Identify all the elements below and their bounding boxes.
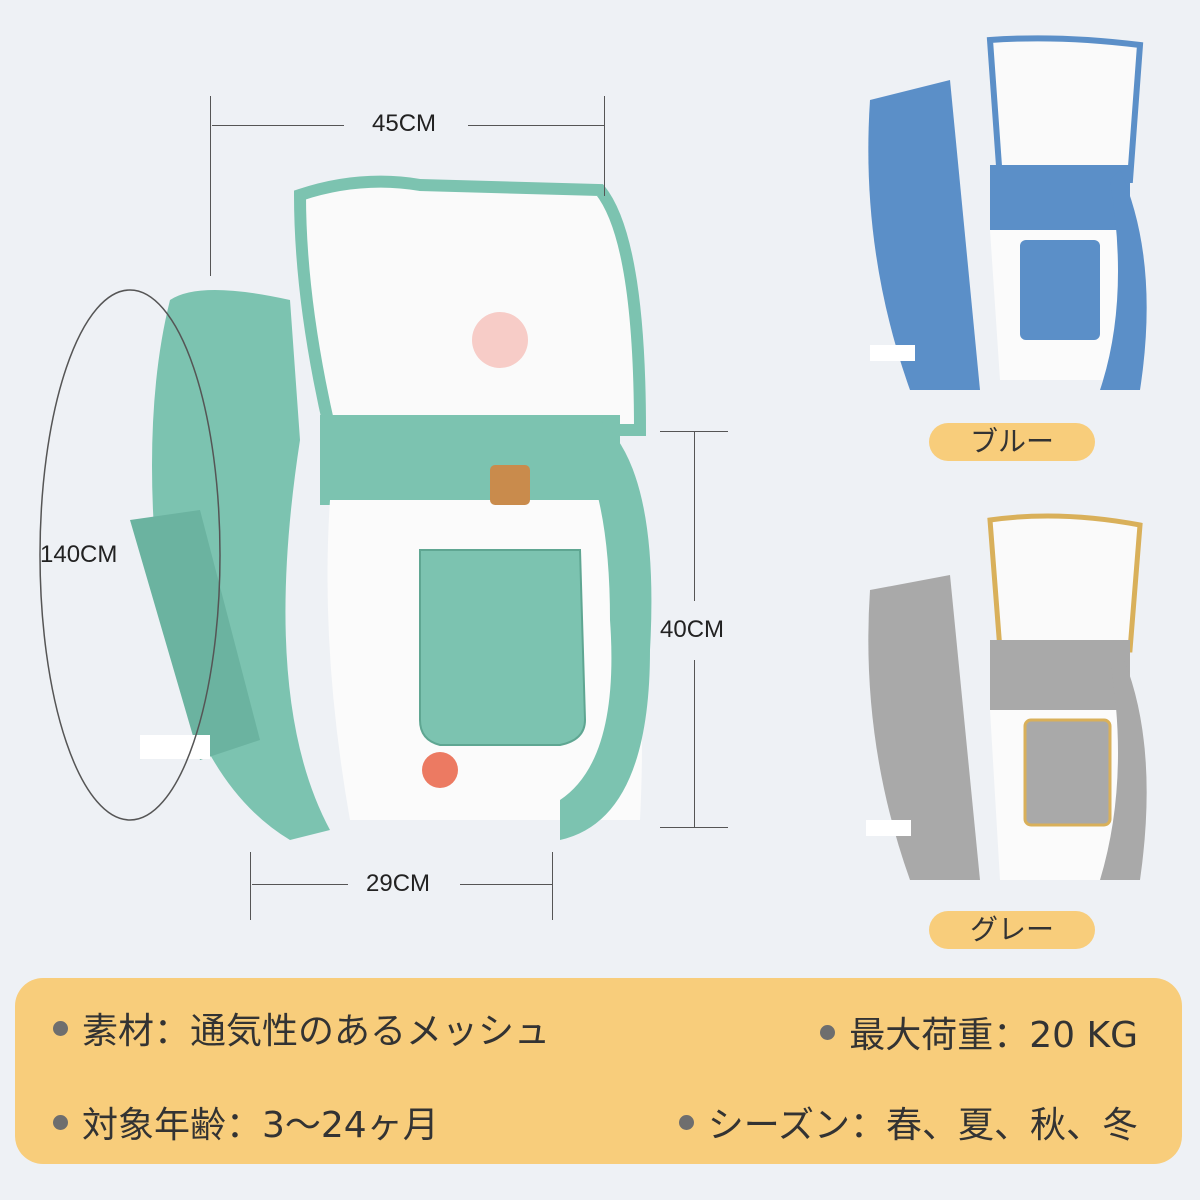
green-carrier-image	[130, 175, 652, 840]
dim-line	[212, 125, 344, 126]
spec-season-text: シーズン：春、夏、秋、冬	[707, 1105, 1138, 1146]
strap-outline	[39, 289, 221, 821]
dim-line	[252, 884, 348, 885]
height-dimension: 40CM	[660, 616, 725, 643]
product-illustration	[39, 35, 1147, 880]
spec-panel: 素材：通気性のあるメッシュ 最大荷重：20 KG 対象年齢：3〜24ヶ月 シーズ…	[15, 978, 1182, 1164]
dim-line	[604, 96, 605, 196]
spec-age: 対象年齢：3〜24ヶ月	[53, 1096, 439, 1148]
blue-carrier-image	[868, 35, 1147, 390]
dim-line	[460, 884, 552, 885]
dim-line	[660, 827, 728, 828]
bottom-dimension: 29CM	[366, 870, 431, 897]
bullet-icon	[53, 1020, 68, 1036]
dim-line	[250, 852, 251, 920]
bullet-icon	[820, 1024, 836, 1040]
dim-line	[694, 660, 695, 827]
spec-age-text: 対象年齢：3〜24ヶ月	[82, 1105, 439, 1146]
gray-carrier-image	[866, 513, 1147, 880]
spec-max-load-text: 最大荷重：20 KG	[849, 1015, 1138, 1056]
bullet-icon	[678, 1114, 694, 1130]
width-dimension: 45CM	[372, 110, 437, 137]
spec-material: 素材：通気性のあるメッシュ	[53, 1002, 550, 1054]
strap-dimension: 140CM	[40, 541, 118, 568]
variant-label-gray: グレー	[929, 911, 1095, 949]
dim-line	[468, 125, 604, 126]
dim-line	[552, 852, 553, 920]
spec-max-load: 最大荷重：20 KG	[820, 1006, 1138, 1058]
variant-label-blue: ブルー	[929, 423, 1095, 461]
dim-line	[694, 431, 695, 601]
dim-line	[210, 96, 211, 276]
bullet-icon	[53, 1114, 68, 1130]
spec-season: シーズン：春、夏、秋、冬	[678, 1096, 1138, 1148]
spec-material-text: 素材：通気性のあるメッシュ	[82, 1011, 551, 1052]
